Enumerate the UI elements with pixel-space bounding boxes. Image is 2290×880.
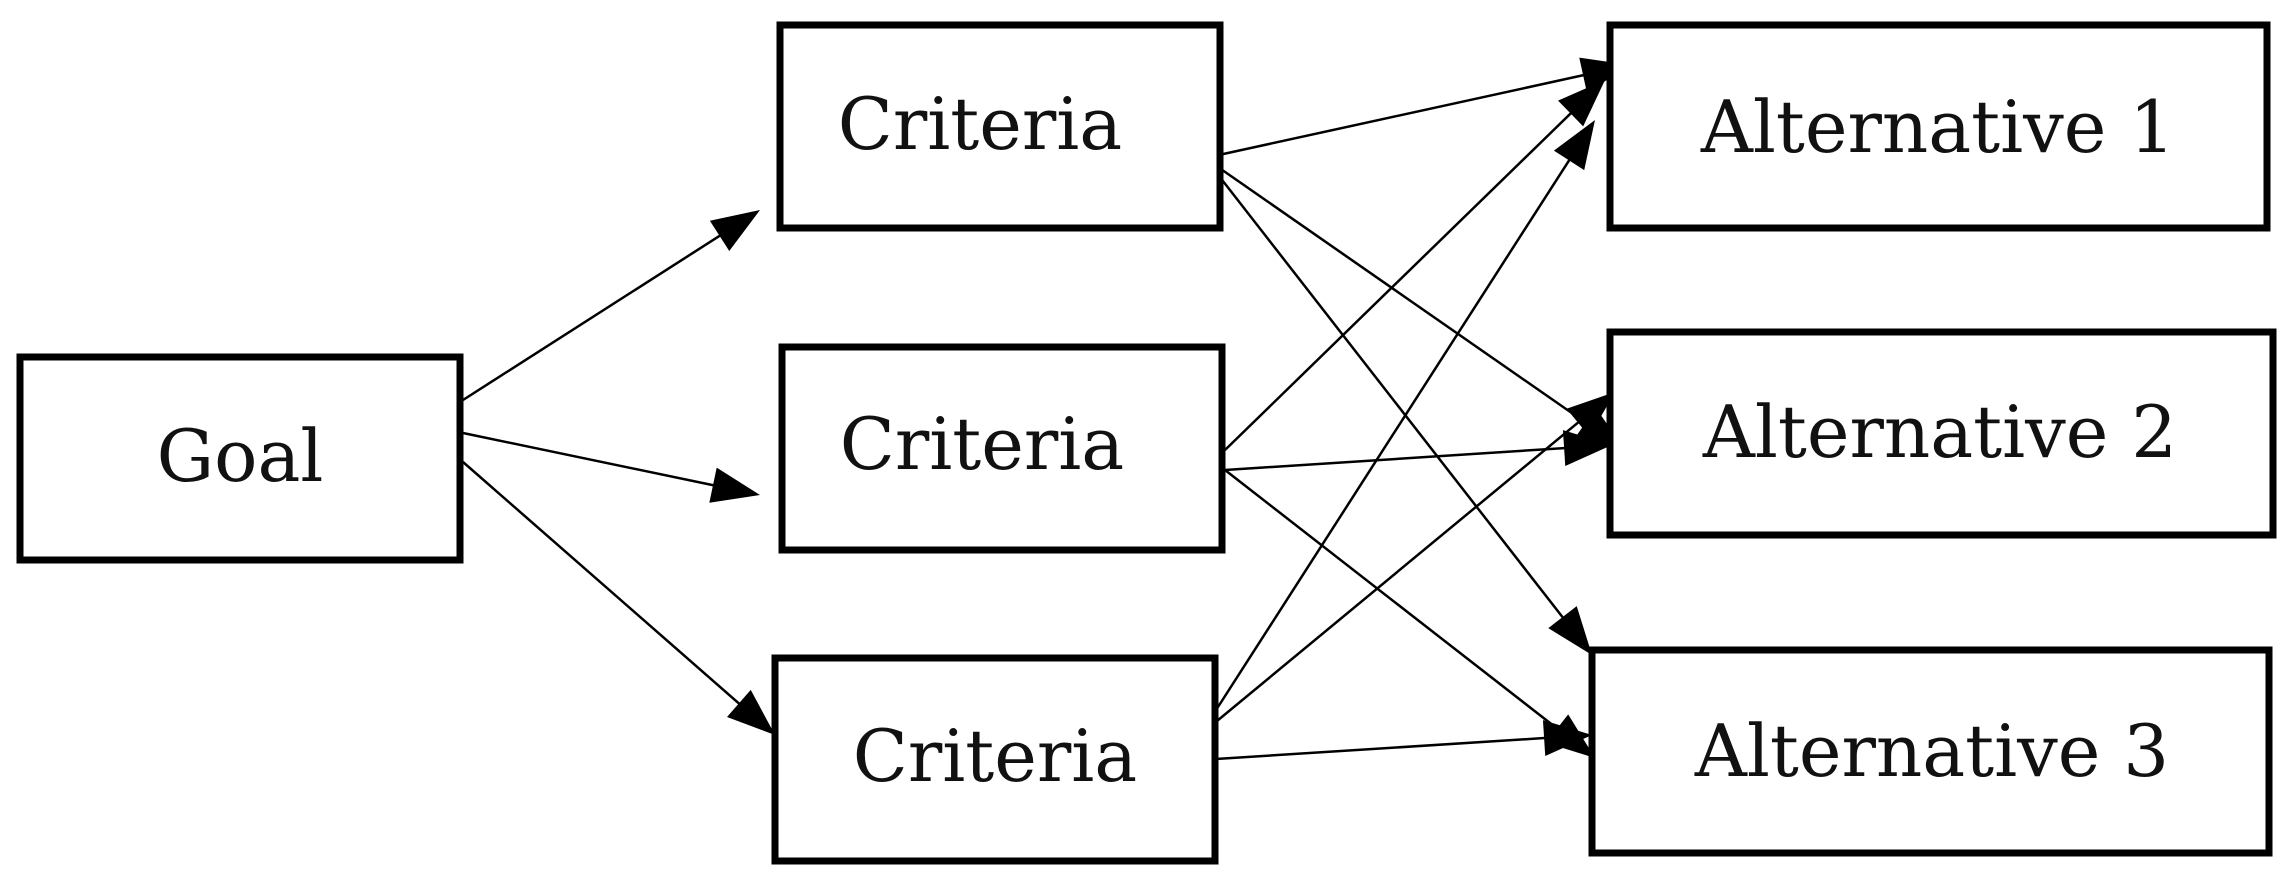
alternative-1-box: [1606, 21, 2271, 232]
criteria-1-box: [776, 21, 1224, 232]
arrowhead-icon: [727, 689, 775, 735]
node-criteria-1: Criteria: [776, 21, 1224, 232]
edge-goal-to-criteria-3: [462, 461, 775, 735]
node-alternative-2: Alternative 2: [1606, 328, 2277, 539]
arrowhead-icon: [709, 467, 760, 503]
edge-line: [462, 232, 724, 402]
criteria-2-label: Criteria: [840, 402, 1124, 486]
edge-line: [1204, 156, 1590, 426]
edge-criteria-3-to-alternative-2: [1199, 392, 1615, 736]
arrowhead-icon: [1566, 392, 1615, 437]
alternative-2-label: Alternative 2: [1702, 390, 2177, 474]
edge-line: [1199, 419, 1582, 736]
arrowhead-icon: [709, 210, 760, 252]
edge-criteria-1-to-alternative-3: [1204, 157, 1592, 655]
arrowhead-icon: [1548, 606, 1592, 655]
alternative-2-box: [1606, 328, 2277, 539]
goal-label: Goal: [157, 414, 324, 498]
node-alternative-3: Alternative 3: [1588, 646, 2273, 857]
arrowhead-icon: [1542, 720, 1592, 757]
arrowhead-icon: [1553, 120, 1595, 171]
arrowhead-icon: [1558, 80, 1605, 127]
criteria-3-label: Criteria: [853, 714, 1137, 798]
edge-line: [462, 431, 718, 488]
edge-criteria-3-to-alternative-1: [1198, 120, 1595, 736]
node-criteria-2: Criteria: [778, 343, 1226, 554]
edge-goal-to-criteria-1: [462, 210, 760, 402]
alternative-3-box: [1588, 646, 2273, 857]
edge-line: [1199, 736, 1549, 762]
criteria-2-box: [778, 343, 1226, 554]
alternative-1-label: Alternative 1: [1700, 85, 2175, 169]
node-alternative-1: Alternative 1: [1606, 21, 2271, 232]
edge-goal-to-criteria-2: [462, 431, 760, 503]
alternative-3-label: Alternative 3: [1694, 709, 2169, 793]
edge-line: [1224, 469, 1562, 732]
criteria-3-box: [771, 654, 1219, 865]
edge-line: [1224, 109, 1575, 451]
arrowhead-icon: [1562, 430, 1612, 467]
edge-criteria-3-to-alternative-3: [1199, 720, 1592, 762]
edge-criteria-2-to-alternative-2: [1224, 430, 1612, 472]
node-goal: Goal: [16, 353, 464, 564]
goal-box: [16, 353, 464, 564]
edge-line: [1224, 446, 1569, 472]
edge-criteria-2-to-alternative-1: [1224, 80, 1605, 451]
edge-line: [1198, 156, 1573, 736]
edge-line: [1204, 157, 1566, 622]
edge-line: [1204, 73, 1588, 160]
edge-criteria-1-to-alternative-2: [1204, 156, 1625, 450]
edge-line: [462, 461, 743, 707]
node-criteria-3: Criteria: [771, 654, 1219, 865]
criteria-1-label: Criteria: [838, 82, 1122, 166]
edge-criteria-2-to-alternative-3: [1224, 469, 1595, 758]
